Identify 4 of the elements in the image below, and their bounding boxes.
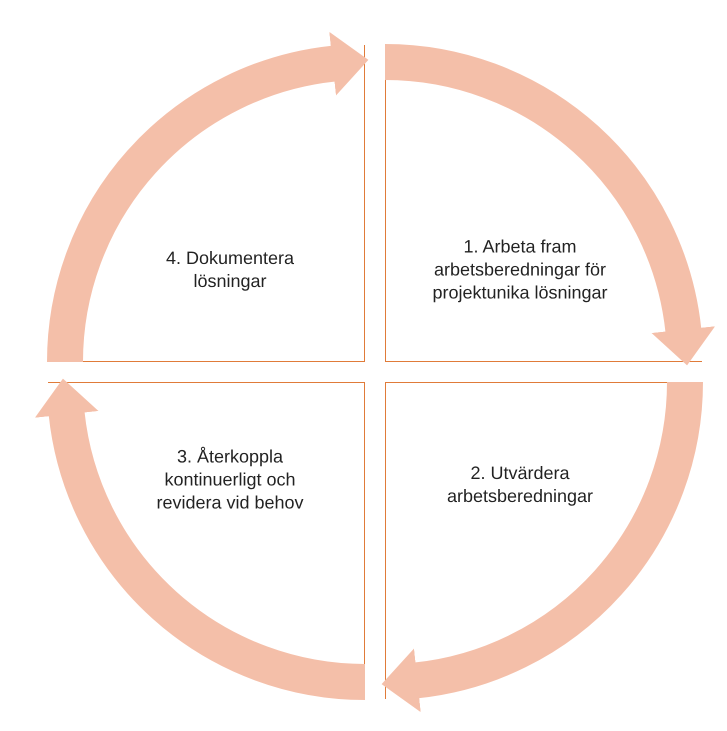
step-label: 4. Dokumentera lösningar [164, 247, 296, 293]
step-label: 1. Arbeta fram arbetsberedningar för projektunika lösningar [431, 236, 609, 304]
step-label: 2. Utvärdera arbetsberedningar [446, 462, 594, 508]
step-label: 3. Återkoppla kontinuerligt och revidera vid behov [155, 446, 305, 514]
